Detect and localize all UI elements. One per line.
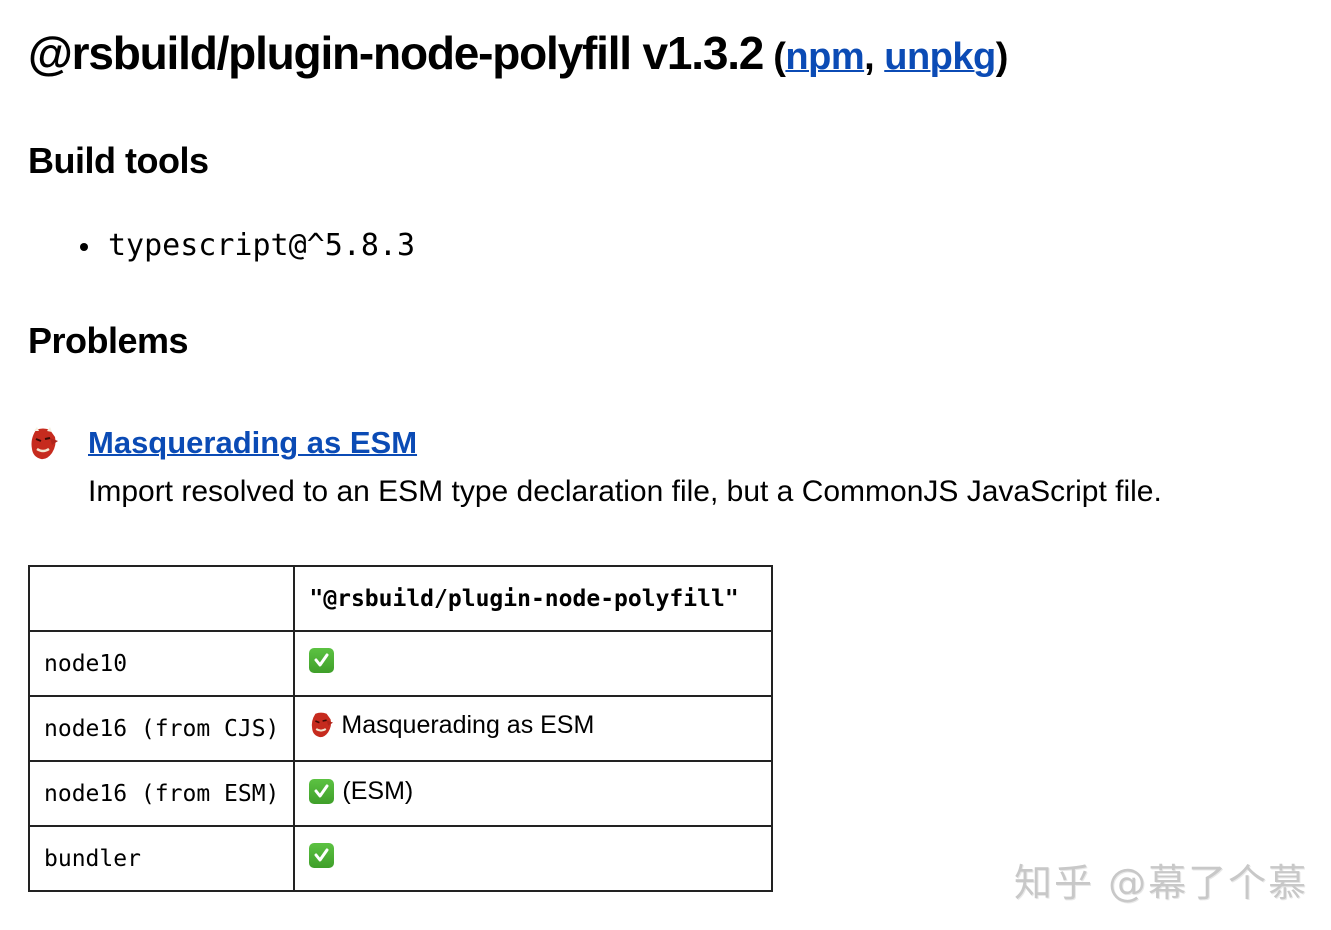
check-icon [309, 647, 335, 673]
check-icon [309, 778, 335, 804]
table-cell-result [293, 825, 774, 892]
table-cell-mode: node16 (from CJS) [27, 695, 296, 762]
build-tools-heading: Build tools [28, 140, 209, 181]
table-cell-mode: bundler [27, 825, 296, 892]
table-row: bundler [27, 825, 774, 892]
table-cell-result: Masquerading as ESM [293, 695, 774, 762]
bullet-icon [80, 243, 88, 251]
table-cell-mode: node16 (from ESM) [27, 760, 296, 827]
package-version: v1.3.2 [642, 27, 764, 79]
problem-title-link[interactable]: Masquerading as ESM [88, 425, 418, 460]
unpkg-link[interactable]: unpkg [884, 36, 996, 78]
package-name: @rsbuild/plugin-node-polyfill [28, 27, 632, 79]
problem-description: Import resolved to an ESM type declarati… [88, 475, 1162, 508]
table-row: node10 [27, 630, 774, 697]
table-cell-result [293, 630, 774, 697]
table-cell-result: (ESM) [293, 760, 774, 827]
goblin-mask-icon [312, 712, 334, 738]
table-cell-mode: node10 [27, 630, 296, 697]
table-header-row: "@rsbuild/plugin-node-polyfill" [27, 565, 774, 632]
page-title: @rsbuild/plugin-node-polyfill v1.3.2 (np… [28, 27, 1008, 79]
goblin-mask-icon [31, 427, 58, 460]
list-item: typescript@^5.8.3 [78, 228, 415, 263]
resolution-table: "@rsbuild/plugin-node-polyfill" node10 n… [27, 565, 774, 892]
problems-heading: Problems [28, 320, 189, 361]
table-header-package: "@rsbuild/plugin-node-polyfill" [293, 565, 774, 632]
table-row: node16 (from CJS) Masquerading as ESM [27, 695, 774, 762]
table-header-empty [27, 565, 296, 632]
check-icon [309, 842, 335, 868]
npm-link[interactable]: npm [785, 36, 865, 78]
build-tools-list: typescript@^5.8.3 [78, 228, 415, 263]
table-row: node16 (from ESM) (ESM) [27, 760, 774, 827]
watermark: 知乎 @幕了个慕 [1014, 861, 1309, 905]
